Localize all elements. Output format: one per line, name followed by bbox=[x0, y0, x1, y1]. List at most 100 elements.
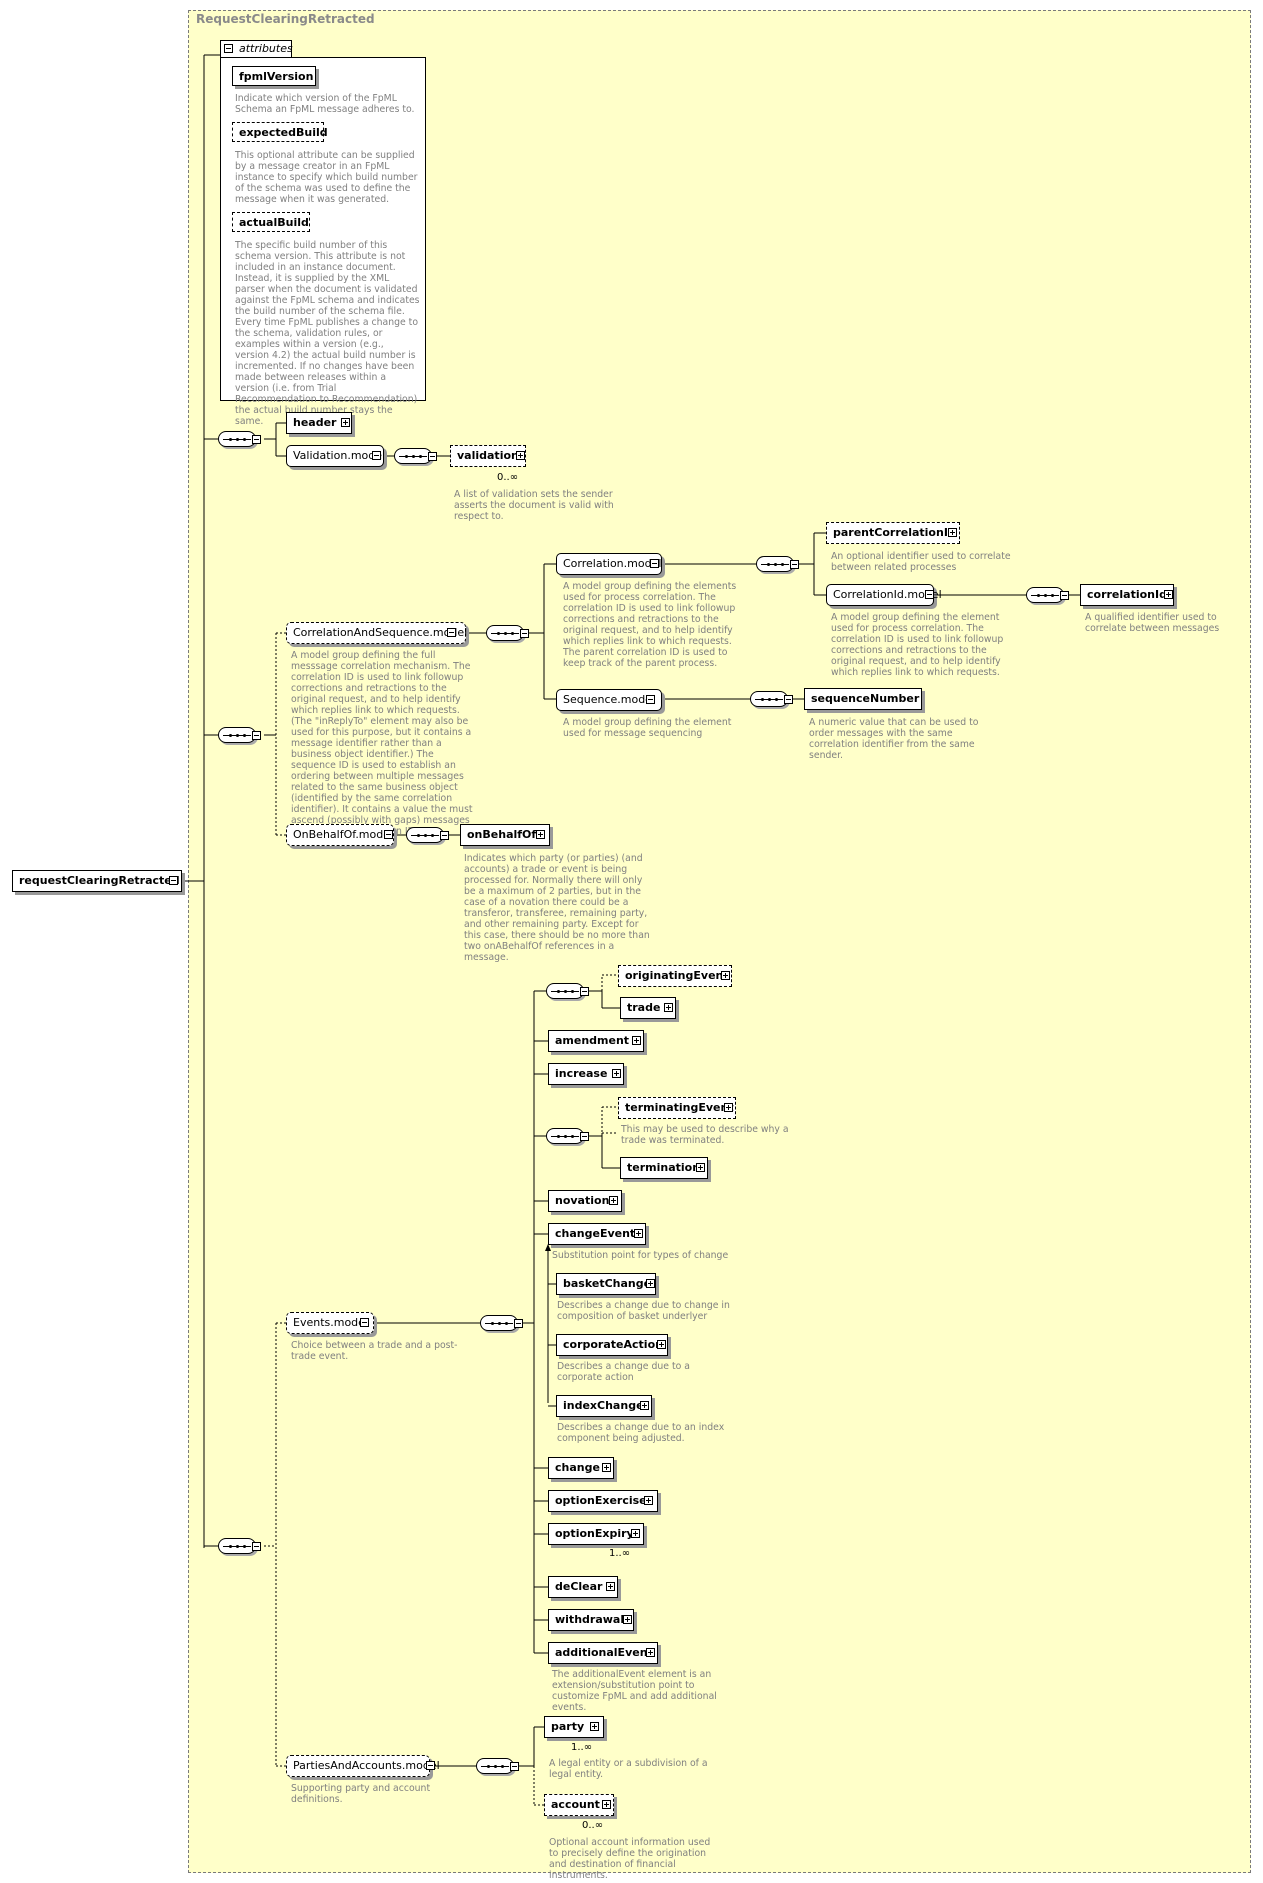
parent-correlation-note: An optional identifier used to correlate… bbox=[831, 551, 1011, 573]
element-option-exercise[interactable]: optionExercise bbox=[548, 1490, 658, 1512]
collapse-icon[interactable] bbox=[252, 435, 261, 444]
collapse-icon[interactable] bbox=[514, 1319, 523, 1328]
group-on-behalf-of-model[interactable]: OnBehalfOf.model bbox=[286, 824, 394, 846]
collapse-icon[interactable] bbox=[428, 452, 437, 461]
root-element[interactable]: requestClearingRetracted bbox=[12, 870, 182, 892]
collapse-icon[interactable] bbox=[360, 1318, 369, 1327]
element-trade[interactable]: trade bbox=[620, 997, 676, 1019]
element-additional-event[interactable]: additionalEvent bbox=[548, 1642, 658, 1664]
events-note: Choice between a trade and a post-trade … bbox=[291, 1340, 458, 1362]
collapse-icon[interactable] bbox=[426, 1761, 435, 1770]
element-amendment[interactable]: amendment bbox=[548, 1030, 644, 1052]
element-change-event[interactable]: changeEvent bbox=[548, 1223, 646, 1245]
collapse-icon[interactable] bbox=[520, 629, 529, 638]
attr-actualBuild[interactable]: actualBuild bbox=[232, 212, 310, 232]
attr-fpmlVersion[interactable]: fpmlVersion bbox=[232, 66, 316, 86]
collapse-icon[interactable] bbox=[580, 1132, 589, 1141]
collapse-icon[interactable] bbox=[784, 695, 793, 704]
group-parties-and-accounts-model[interactable]: PartiesAndAccounts.model bbox=[286, 1755, 440, 1777]
element-correlation-id[interactable]: correlationId bbox=[1080, 584, 1174, 606]
compositor-dot bbox=[501, 1765, 504, 1768]
collapse-icon[interactable] bbox=[646, 695, 655, 704]
expand-icon[interactable] bbox=[657, 1340, 666, 1349]
expand-icon[interactable] bbox=[644, 1496, 653, 1505]
validation-note: A list of validation sets the sender ass… bbox=[454, 489, 614, 522]
collapse-icon[interactable] bbox=[650, 559, 659, 568]
element-header[interactable]: header bbox=[286, 412, 352, 434]
collapse-icon[interactable] bbox=[447, 628, 456, 637]
expand-icon[interactable] bbox=[612, 1069, 621, 1078]
expand-icon[interactable] bbox=[516, 451, 525, 460]
expand-icon[interactable] bbox=[590, 1722, 599, 1731]
group-sequence-model[interactable]: Sequence.model bbox=[556, 689, 662, 711]
expand-icon[interactable] bbox=[632, 1036, 641, 1045]
element-terminating-event[interactable]: terminatingEvent bbox=[618, 1097, 736, 1119]
corporate-action-note: Describes a change due to a corporate ac… bbox=[557, 1361, 690, 1383]
parties-and-accounts-note: Supporting party and account definitions… bbox=[291, 1783, 431, 1805]
expand-icon[interactable] bbox=[721, 971, 730, 980]
collapse-icon[interactable] bbox=[790, 560, 799, 569]
account-note: Optional account information used to pre… bbox=[549, 1837, 711, 1881]
element-party[interactable]: party bbox=[544, 1716, 604, 1738]
element-on-behalf-of[interactable]: onBehalfOf bbox=[460, 824, 550, 846]
collapse-icon[interactable] bbox=[510, 1762, 519, 1771]
collapse-icon[interactable] bbox=[372, 451, 381, 460]
collapse-icon[interactable] bbox=[440, 831, 449, 840]
expand-icon[interactable] bbox=[646, 1648, 655, 1657]
expand-icon[interactable] bbox=[602, 1800, 611, 1809]
collapse-icon[interactable] bbox=[252, 731, 261, 740]
group-correlation-and-sequence[interactable]: CorrelationAndSequence.model bbox=[286, 622, 467, 644]
expand-icon[interactable] bbox=[602, 1463, 611, 1472]
element-originating-event[interactable]: originatingEvent bbox=[618, 965, 732, 987]
group-validation-model[interactable]: Validation.model bbox=[286, 445, 385, 467]
element-declear[interactable]: deClear bbox=[548, 1576, 618, 1598]
collapse-icon[interactable] bbox=[1060, 591, 1069, 600]
expand-icon[interactable] bbox=[664, 1003, 673, 1012]
expand-icon[interactable] bbox=[609, 1196, 618, 1205]
compositor-dot bbox=[775, 698, 778, 701]
expand-icon[interactable] bbox=[948, 528, 957, 537]
expand-icon[interactable] bbox=[724, 1103, 733, 1112]
collapse-icon[interactable] bbox=[224, 44, 233, 53]
element-sequence-number[interactable]: sequenceNumber bbox=[804, 688, 922, 710]
element-withdrawal[interactable]: withdrawal bbox=[548, 1609, 634, 1631]
change-event-note: Substitution point for types of change bbox=[552, 1250, 729, 1261]
element-corporate-action[interactable]: corporateAction bbox=[556, 1334, 668, 1356]
element-validation[interactable]: validation bbox=[450, 445, 526, 467]
group-correlation-id-model[interactable]: CorrelationId.model bbox=[826, 584, 942, 606]
collapse-icon[interactable] bbox=[925, 590, 934, 599]
element-index-change[interactable]: indexChange bbox=[556, 1395, 652, 1417]
element-account[interactable]: account bbox=[544, 1794, 614, 1816]
attr-fpmlVersion-note: Indicate which version of the FpML Schem… bbox=[235, 93, 415, 115]
collapse-icon[interactable] bbox=[252, 1542, 261, 1551]
collapse-icon[interactable] bbox=[384, 830, 393, 839]
attributes-header[interactable]: attributes bbox=[220, 40, 293, 58]
expand-icon[interactable] bbox=[634, 1229, 643, 1238]
sequence-compositor bbox=[756, 556, 794, 572]
expand-icon[interactable] bbox=[623, 1615, 632, 1624]
group-events-model[interactable]: Events.model bbox=[286, 1312, 374, 1334]
element-increase[interactable]: increase bbox=[548, 1063, 624, 1085]
expand-icon[interactable] bbox=[646, 1279, 655, 1288]
expand-icon[interactable] bbox=[696, 1163, 705, 1172]
expand-icon[interactable] bbox=[640, 1401, 649, 1410]
attr-expectedBuild[interactable]: expectedBuild bbox=[232, 122, 328, 142]
element-basket-change[interactable]: basketChange bbox=[556, 1273, 656, 1295]
collapse-icon[interactable] bbox=[580, 987, 589, 996]
element-parent-correlation-id[interactable]: parentCorrelationId bbox=[826, 522, 960, 544]
expand-icon[interactable] bbox=[341, 418, 350, 427]
expand-icon[interactable] bbox=[1164, 590, 1173, 599]
element-change[interactable]: change bbox=[548, 1457, 614, 1479]
element-option-expiry[interactable]: optionExpiry bbox=[548, 1523, 644, 1545]
attr-expectedBuild-note: This optional attribute can be supplied … bbox=[235, 150, 418, 205]
element-novation[interactable]: novation bbox=[548, 1190, 622, 1212]
collapse-icon[interactable] bbox=[169, 876, 178, 885]
expand-icon[interactable] bbox=[536, 830, 545, 839]
compositor-dot bbox=[494, 1765, 497, 1768]
element-termination[interactable]: termination bbox=[620, 1157, 708, 1179]
expand-icon[interactable] bbox=[631, 1529, 640, 1538]
group-correlation-model[interactable]: Correlation.model bbox=[556, 553, 662, 575]
expand-icon[interactable] bbox=[606, 1582, 615, 1591]
sequence-model-note: A model group defining the element used … bbox=[563, 717, 732, 739]
